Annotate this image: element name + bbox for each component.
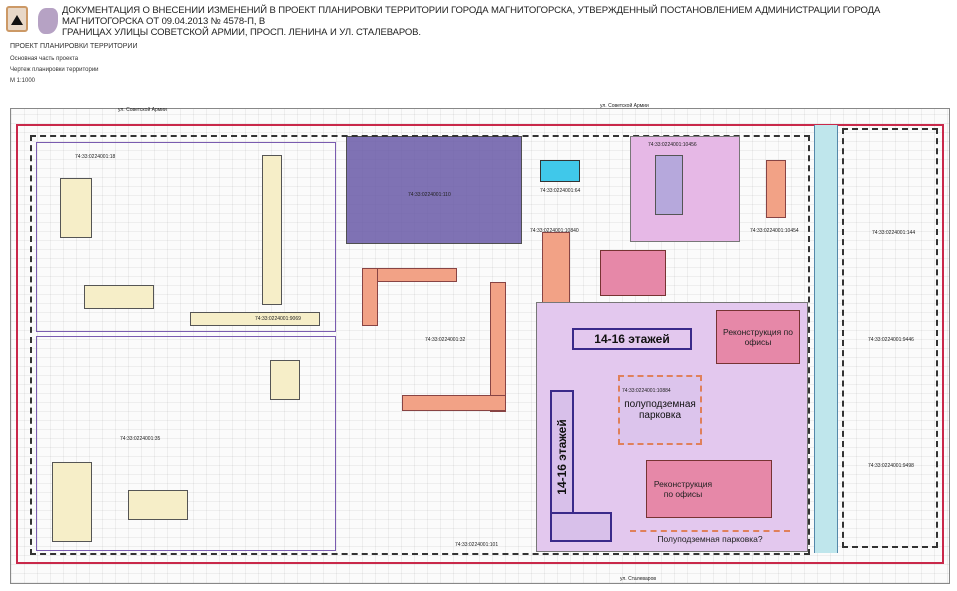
street-label-top-right: ул. Советской Армии xyxy=(600,103,649,109)
project-boundary xyxy=(16,124,944,564)
parcel-number: 74:33:0224001:64 xyxy=(540,188,581,194)
parcel-number: 74:33:0224001:10840 xyxy=(530,228,579,234)
document-title: ДОКУМЕНТАЦИЯ О ВНЕСЕНИИ ИЗМЕНЕНИЙ В ПРОЕ… xyxy=(62,5,942,38)
tower-label-vertical: 14-16 этажей xyxy=(555,419,569,495)
office-label: Реконструкция по офисы xyxy=(723,327,793,347)
block-southwest xyxy=(36,336,336,551)
parcel-number: 74:33:0224001:110 xyxy=(408,192,451,198)
building-pink xyxy=(600,250,666,296)
city-emblem xyxy=(6,6,28,32)
office-building-north: Реконструкция по офисы xyxy=(716,310,800,364)
building xyxy=(270,360,300,400)
office-building-south: Реконструкция по офисы xyxy=(646,460,772,518)
parcel-number: 74:33:0224001:10456 xyxy=(648,142,697,148)
tower-block-vertical xyxy=(550,390,574,530)
scale-label: М 1:1000 xyxy=(10,78,36,84)
green-strip xyxy=(814,125,838,553)
building-orange xyxy=(542,232,570,306)
parcel-number: 74:33:0224001:10884 xyxy=(622,388,671,394)
parcel-pink-north xyxy=(630,136,740,242)
building xyxy=(190,312,320,326)
title-line-1: ДОКУМЕНТАЦИЯ О ВНЕСЕНИИ ИЗМЕНЕНИЙ В ПРОЕ… xyxy=(62,5,881,27)
building-lilac xyxy=(655,155,683,215)
project-label: ПРОЕКТ ПЛАНИРОВКИ ТЕРРИТОРИИ xyxy=(10,43,138,50)
street-label-top-left: ул. Советской Армии xyxy=(118,107,167,113)
block-northwest xyxy=(36,142,336,332)
parcel-number: 74:33:0224001:9446 xyxy=(868,337,914,343)
street-label-bottom: ул. Сталеваров xyxy=(620,576,657,582)
parking-label: полуподземная парковка xyxy=(624,399,696,421)
part-label: Основная часть проекта xyxy=(10,56,79,62)
tower-block-base xyxy=(550,512,612,542)
drawing-label: Чертеж планировки территории xyxy=(10,67,99,73)
parcel-number: 74:33:0224001:9069 xyxy=(255,316,301,322)
building xyxy=(84,285,154,309)
building-orange xyxy=(362,268,378,326)
parcel-number: 74:33:0224001:35 xyxy=(120,436,161,442)
building xyxy=(60,178,92,238)
building xyxy=(128,490,188,520)
parcel-number: 74:33:0224001:101 xyxy=(455,542,499,548)
east-block xyxy=(842,128,938,548)
parking-area: полуподземная парковка xyxy=(618,375,702,445)
tower-label: 14-16 этажей xyxy=(594,332,670,346)
building xyxy=(262,155,282,305)
parcel-number: 74:33:0224001:9498 xyxy=(868,463,914,469)
building-orange xyxy=(766,160,786,218)
parcel-number: 74:33:0224001:144 xyxy=(872,230,916,236)
parking-question-label: Полуподземная парковка? xyxy=(630,530,790,544)
parcel-number: 74:33:0224001:32 xyxy=(425,337,466,343)
building-orange xyxy=(490,282,506,412)
pool xyxy=(540,160,580,182)
tower-block-horizontal: 14-16 этажей xyxy=(572,328,692,350)
parcel-dark-purple xyxy=(346,136,522,244)
region-map-icon xyxy=(38,8,58,34)
building xyxy=(52,462,92,542)
parcel-number: 74:33:0224001:18 xyxy=(75,154,116,160)
building-orange xyxy=(402,395,506,411)
office-label: Реконструкция по офисы xyxy=(653,479,713,499)
parcel-number: 74:33:0224001:10454 xyxy=(750,228,799,234)
title-line-2: ГРАНИЦАХ УЛИЦЫ СОВЕТСКОЙ АРМИИ, ПРОСП. Л… xyxy=(62,27,421,38)
